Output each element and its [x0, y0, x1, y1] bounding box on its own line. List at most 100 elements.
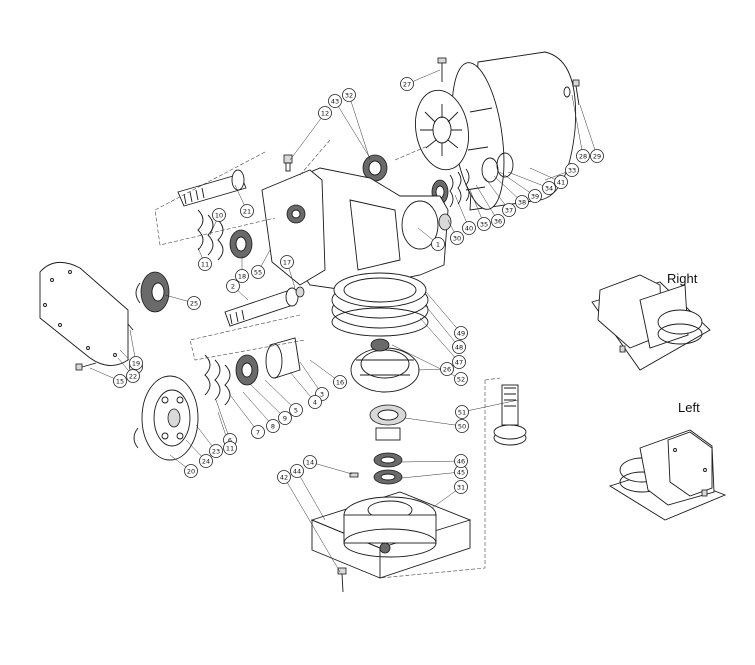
callout-number: 50 — [458, 423, 466, 431]
callout-number: 18 — [238, 273, 246, 281]
callout-leader-42 — [283, 476, 341, 573]
center-bearing — [369, 404, 407, 485]
callout-37: 37 — [502, 203, 516, 217]
seal-ring — [362, 154, 388, 182]
callout-25: 25 — [187, 296, 201, 310]
callout-number: 40 — [465, 225, 473, 233]
callout-leader-6 — [215, 399, 231, 441]
callout-43: 43 — [328, 94, 342, 108]
callout-leader-28 — [571, 94, 584, 157]
bevel-ring-gear — [350, 338, 420, 393]
callout-leader-34 — [507, 171, 550, 189]
callout-42: 42 — [277, 470, 291, 484]
output-shaft — [493, 384, 527, 446]
upper-input-shaft — [177, 169, 247, 207]
callout-17: 17 — [280, 255, 294, 269]
callout-10: 10 — [212, 208, 226, 222]
callout-8: 8 — [266, 419, 280, 433]
callout-33: 33 — [565, 163, 579, 177]
callout-49: 49 — [454, 326, 468, 340]
part-callouts: 1234567891011121314151617181920212223242… — [113, 77, 604, 494]
callout-number: 42 — [280, 474, 288, 482]
callout-number: 21 — [243, 208, 251, 216]
callout-21: 21 — [240, 204, 254, 218]
callout-leader-45 — [401, 471, 462, 479]
callout-35: 35 — [477, 217, 491, 231]
dowel-pin — [127, 323, 134, 331]
callout-leader-43 — [334, 100, 371, 159]
callout-number: 16 — [336, 379, 344, 387]
callout-47: 47 — [452, 355, 466, 369]
callout-24: 24 — [199, 454, 213, 468]
callout-number: 6 — [228, 437, 232, 445]
callout-20: 20 — [184, 464, 198, 478]
callout-number: 41 — [557, 179, 565, 187]
lower-spring-stack — [204, 354, 259, 406]
callout-number: 27 — [403, 81, 411, 89]
callout-40: 40 — [462, 221, 476, 235]
callout-23: 23 — [209, 444, 223, 458]
callout-number: 2 — [231, 283, 235, 291]
callout-number: 17 — [283, 259, 291, 267]
callout-number: 25 — [190, 300, 198, 308]
callout-27: 27 — [400, 77, 414, 91]
callout-number: 48 — [455, 344, 463, 352]
base-housing — [310, 491, 472, 579]
callout-number: 20 — [187, 468, 195, 476]
callout-number: 30 — [453, 235, 461, 243]
upper-spur-gear — [140, 271, 170, 313]
callout-51: 51 — [455, 405, 469, 419]
callout-leader-49 — [425, 291, 462, 334]
callout-leader-12 — [289, 112, 326, 161]
breather-plug — [283, 154, 293, 172]
callout-leader-51 — [461, 399, 519, 413]
callout-leader-48 — [424, 304, 460, 348]
left-view-label: Left — [678, 400, 700, 415]
base-bolt — [337, 567, 347, 593]
top-bolt — [437, 57, 447, 82]
callout-leader-46 — [401, 460, 462, 463]
callout-number: 26 — [443, 366, 451, 374]
callout-leader-9 — [249, 383, 286, 419]
callout-26: 26 — [440, 362, 454, 376]
alignment-guides — [154, 139, 501, 579]
callout-number: 12 — [321, 110, 329, 118]
callout-number: 39 — [531, 193, 539, 201]
callout-number: 33 — [568, 167, 576, 175]
callout-number: 23 — [212, 448, 220, 456]
callout-leader-29 — [579, 104, 598, 157]
callout-5: 5 — [289, 403, 303, 417]
callout-leader-36 — [475, 184, 499, 222]
callout-39: 39 — [528, 189, 542, 203]
callout-number: 19 — [132, 360, 140, 368]
callout-number: 10 — [215, 212, 223, 220]
callout-leader-7 — [229, 394, 259, 433]
callout-15: 15 — [113, 374, 127, 388]
callout-28: 28 — [576, 149, 590, 163]
right-view-label: Right — [667, 271, 698, 286]
callout-48: 48 — [452, 340, 466, 354]
callout-30: 30 — [450, 231, 464, 245]
callout-number: 51 — [458, 409, 466, 417]
key-pin — [349, 472, 359, 478]
callout-11: 11 — [223, 441, 237, 455]
callout-number: 15 — [116, 378, 124, 386]
callout-14: 14 — [303, 455, 317, 469]
upper-spring-stack — [197, 209, 253, 261]
callout-31: 31 — [454, 480, 468, 494]
left-side-cover — [39, 262, 129, 366]
callout-number: 47 — [455, 359, 463, 367]
callout-number: 14 — [306, 459, 314, 467]
right-view-assembly — [591, 274, 711, 371]
side-cover-screw — [75, 362, 97, 371]
callout-number: 31 — [457, 484, 465, 492]
lower-input-shaft — [224, 286, 305, 327]
callout-7: 7 — [251, 425, 265, 439]
callout-45: 45 — [454, 465, 468, 479]
callout-number: 43 — [331, 98, 339, 106]
callout-number: 8 — [271, 423, 275, 431]
callout-55: 55 — [251, 265, 265, 279]
main-gear-housing — [261, 167, 452, 291]
callout-22: 22 — [126, 369, 140, 383]
